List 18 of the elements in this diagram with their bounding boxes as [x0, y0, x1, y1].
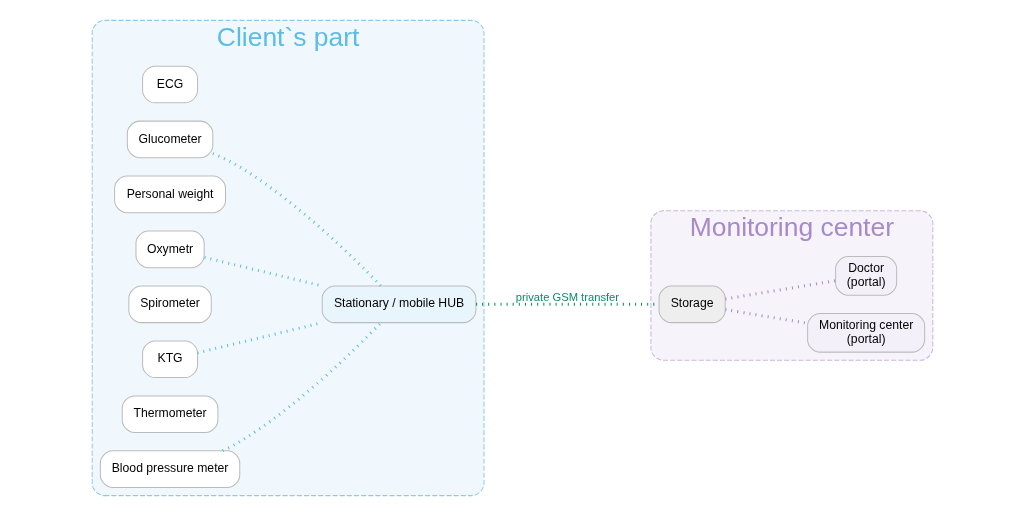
node-box: Stationary / mobile HUB [321, 285, 476, 324]
node-box: Spirometer [127, 285, 212, 324]
connector [724, 279, 836, 301]
node-box: Blood pressure meter [99, 450, 240, 488]
connector [221, 321, 382, 453]
node-box: Thermometer [121, 395, 218, 434]
node-box: Personal weight [113, 175, 226, 214]
node-box: Monitoring center (portal) [806, 312, 925, 353]
node-box: Doctor (portal) [834, 255, 897, 296]
node-box: Storage [658, 285, 726, 324]
edge-label: private GSM transfer [515, 291, 619, 304]
connector [724, 308, 808, 325]
connector [203, 255, 322, 288]
node-box: KTG [141, 340, 198, 379]
node-box: Oxymetr [134, 230, 205, 269]
connector [211, 152, 382, 287]
node-box: Glucometer [126, 120, 213, 159]
node-box: ECG [141, 65, 198, 104]
